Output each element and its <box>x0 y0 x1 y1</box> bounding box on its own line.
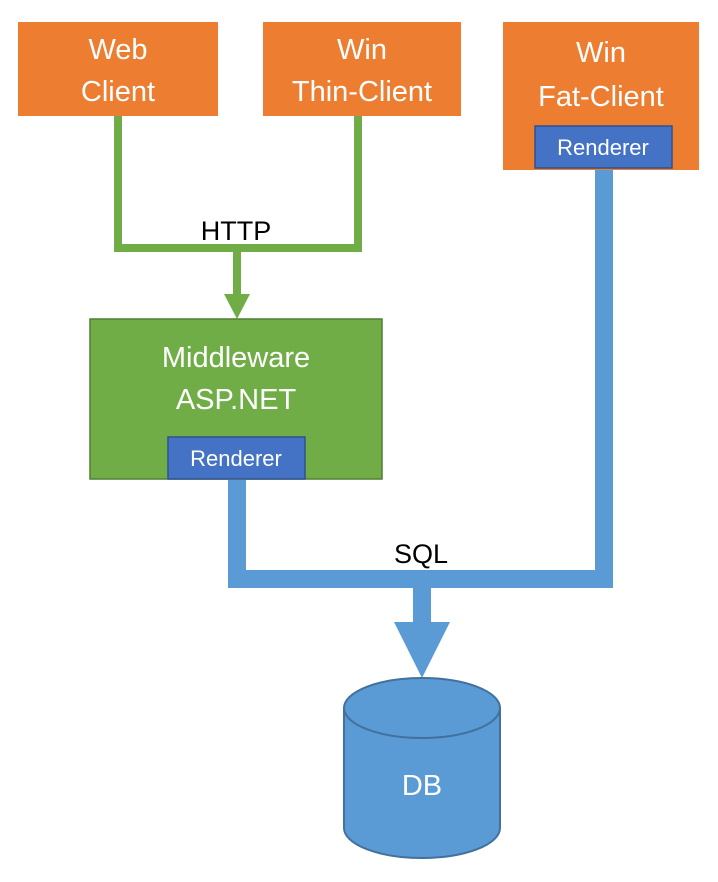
db-cylinder-top <box>343 677 501 739</box>
middleware-renderer-label: Renderer <box>190 446 282 471</box>
http-arrowhead <box>224 294 250 319</box>
middleware-line2: ASP.NET <box>176 384 297 416</box>
middleware-renderer-box <box>167 436 306 480</box>
win-fat-client-line1: Win <box>576 37 626 69</box>
middleware-box: Middleware ASP.NET Renderer <box>89 318 383 480</box>
web-client-box: Web Client <box>18 22 218 116</box>
win-thin-client-line1: Win <box>337 34 387 66</box>
http-label: HTTP <box>201 216 272 246</box>
middleware-line1: Middleware <box>162 342 310 374</box>
http-connector <box>114 116 362 319</box>
web-client-line1: Web <box>88 34 147 66</box>
sql-arrowhead <box>394 622 450 678</box>
db-cylinder: DB <box>343 677 501 859</box>
win-thin-client-line2: Thin-Client <box>292 76 432 108</box>
fat-client-renderer-box <box>534 125 673 169</box>
sql-label: SQL <box>394 539 448 569</box>
win-thin-client-box: Win Thin-Client <box>263 22 461 116</box>
db-label: DB <box>402 770 442 802</box>
win-fat-client-box: Win Fat-Client Renderer <box>503 22 699 170</box>
sql-connector <box>228 170 613 678</box>
win-fat-client-line2: Fat-Client <box>538 81 664 113</box>
web-client-line2: Client <box>81 76 155 108</box>
fat-client-renderer-label: Renderer <box>557 135 649 160</box>
